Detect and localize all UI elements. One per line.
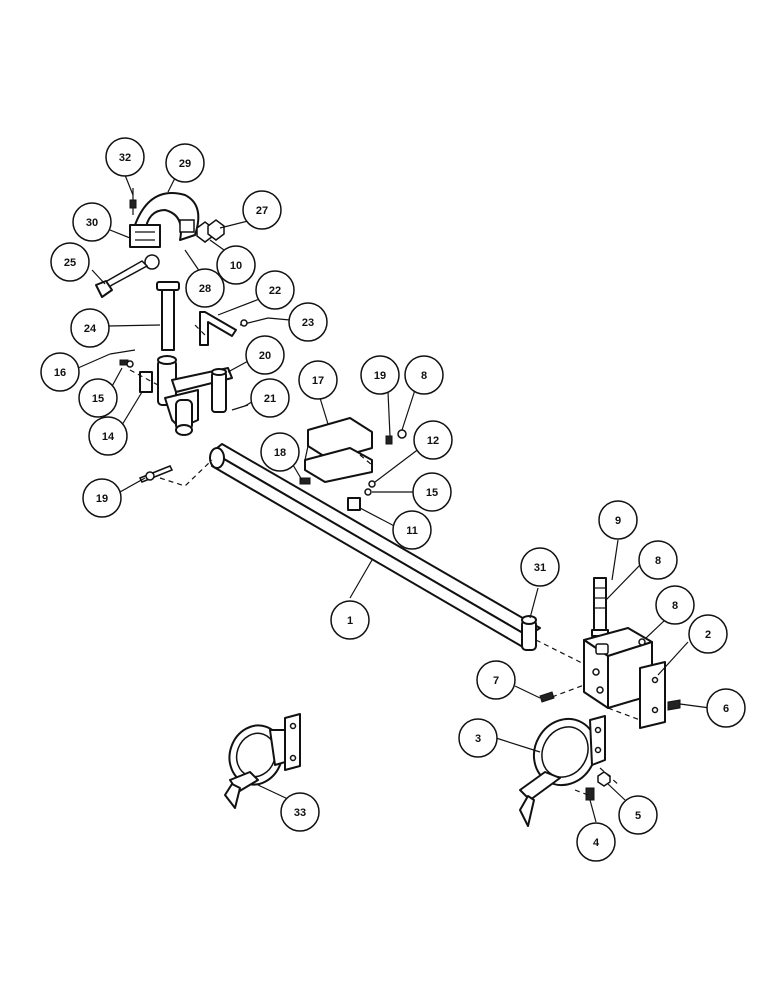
callout-11: 10 (216, 245, 256, 285)
callout-label: 7 (493, 675, 499, 687)
callout-12: 11 (392, 510, 432, 550)
callout-label: 28 (199, 283, 211, 295)
callout-label: 11 (406, 525, 418, 537)
callout-label: 19 (96, 493, 108, 505)
callout-label: 8 (672, 600, 678, 612)
small-hardware-left (109, 349, 153, 393)
callout-label: 16 (54, 367, 66, 379)
stud-bolt-10 (591, 577, 609, 637)
callout-32: 32 (105, 137, 145, 177)
callout-label: 23 (302, 317, 314, 329)
callout-label: 31 (534, 562, 546, 574)
callout-13: 12 (413, 420, 453, 460)
callout-15-right: 15 (412, 472, 452, 512)
callout-label: 9 (615, 515, 621, 527)
callout-8-lower: 8 (655, 585, 695, 625)
small-hardware-right (539, 638, 681, 711)
l-pin-23 (199, 311, 237, 346)
callout-6: 6 (706, 688, 746, 728)
callout-33: 33 (280, 792, 320, 832)
callout-label: 18 (274, 447, 286, 459)
assembly-lines (129, 324, 641, 796)
callout-14: 14 (88, 416, 128, 456)
callout-31: 31 (520, 547, 560, 587)
callout-label: 2 (705, 629, 711, 641)
callout-10: 9 (598, 500, 638, 540)
callout-16: 16 (40, 352, 80, 392)
callout-17: 17 (298, 360, 338, 400)
bolt-26 (95, 260, 149, 298)
callout-27: 27 (242, 190, 282, 230)
callout-8-upper: 8 (404, 355, 444, 395)
callout-label: 24 (84, 323, 97, 335)
callout-3: 3 (458, 718, 498, 758)
callout-2: 2 (688, 614, 728, 654)
callout-label: 27 (256, 205, 268, 217)
callout-26: 25 (50, 242, 90, 282)
callout-label: 6 (723, 703, 729, 715)
callout-label: 33 (294, 807, 306, 819)
callout-15-left: 15 (78, 378, 118, 418)
callout-label: 4 (593, 837, 600, 849)
leader-lines (77, 174, 711, 823)
callout-label: 10 (230, 260, 242, 272)
callout-label: 19 (374, 370, 386, 382)
callout-label: 5 (635, 810, 641, 822)
callout-23: 22 (255, 270, 295, 310)
callout-4: 4 (576, 822, 616, 862)
callout-25: 24 (70, 308, 110, 348)
small-hardware-center (299, 429, 407, 511)
callout-label: 22 (269, 285, 281, 297)
callout-24: 23 (288, 302, 328, 342)
callout-label: 17 (312, 375, 324, 387)
callout-21: 20 (245, 335, 285, 375)
callout-label: 15 (426, 487, 438, 499)
callout-1: 1 (330, 600, 370, 640)
hose-clamp-33 (224, 713, 301, 809)
callout-label: 20 (259, 350, 271, 362)
mount-block-2 (583, 627, 666, 729)
pin-20 (138, 465, 174, 483)
saddle-plate-17 (304, 417, 373, 483)
callout-22: 21 (250, 378, 290, 418)
callout-7: 7 (476, 660, 516, 700)
pin-25 (156, 281, 180, 351)
callout-20: 19 (82, 478, 122, 518)
callout-5: 5 (618, 795, 658, 835)
callout-19: 19 (360, 355, 400, 395)
upper-clamp (129, 188, 225, 270)
callout-29: 29 (165, 143, 205, 183)
callout-label: 1 (347, 615, 353, 627)
callout-label: 8 (655, 555, 661, 567)
callout-label: 32 (119, 152, 131, 164)
callout-label: 12 (427, 435, 439, 447)
bolt-4-nut-5 (585, 771, 611, 801)
callout-label: 30 (86, 217, 98, 229)
callout-label: 3 (475, 733, 481, 745)
callout-label: 14 (102, 431, 115, 443)
mount-bracket-21 (157, 355, 233, 436)
callout-label: 21 (264, 393, 276, 405)
callout-28: 28 (185, 268, 225, 308)
callout-label: 8 (421, 370, 427, 382)
callout-label: 25 (64, 257, 76, 269)
callout-label: 15 (92, 393, 104, 405)
hose-clamp-3 (519, 715, 606, 827)
cotter-pin-24 (239, 317, 269, 327)
callout-9: 8 (638, 540, 678, 580)
callout-label: 29 (179, 158, 191, 170)
callout-30: 30 (72, 202, 112, 242)
callout-18: 18 (260, 432, 300, 472)
crossbar-tube (209, 443, 541, 651)
